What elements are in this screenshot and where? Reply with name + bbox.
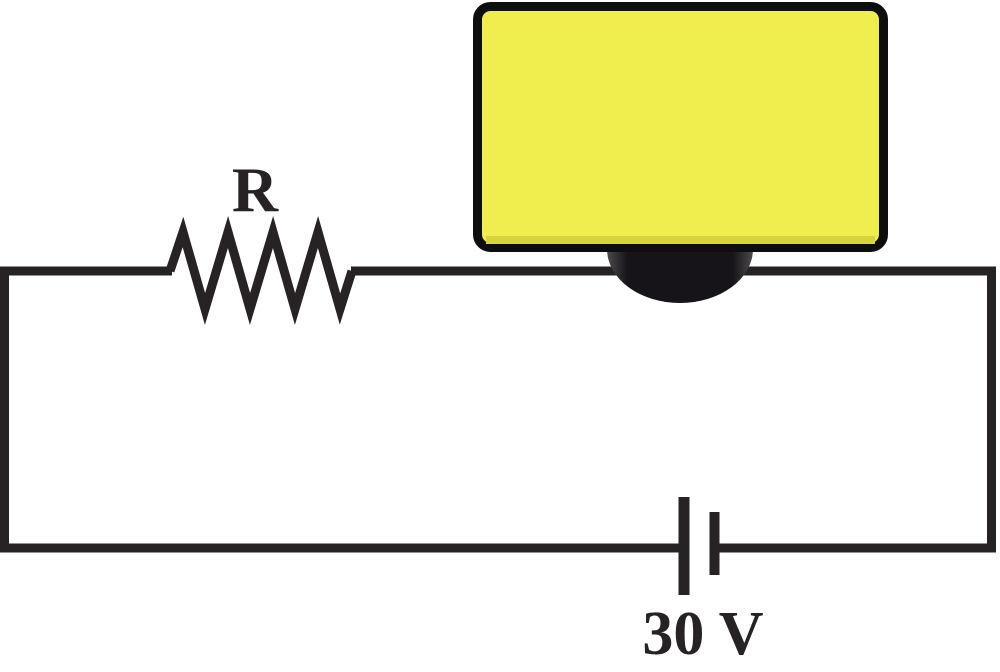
wire-top-and-right-segment	[351, 266, 996, 553]
battery-voltage-label: 30 V	[642, 600, 763, 668]
wire-left-and-bottom-segment	[0, 266, 684, 553]
lamp-body	[473, 2, 888, 252]
battery-long-plate	[678, 497, 690, 595]
lamp-bottom-shade	[486, 236, 875, 244]
lamp-base-dome	[607, 249, 753, 303]
lamp-component	[473, 2, 888, 303]
battery-symbol	[678, 497, 720, 595]
resistor-label: R	[232, 154, 279, 225]
circuit-wires	[0, 215, 996, 553]
resistor-zigzag	[165, 215, 357, 326]
battery-short-plate	[709, 512, 720, 575]
